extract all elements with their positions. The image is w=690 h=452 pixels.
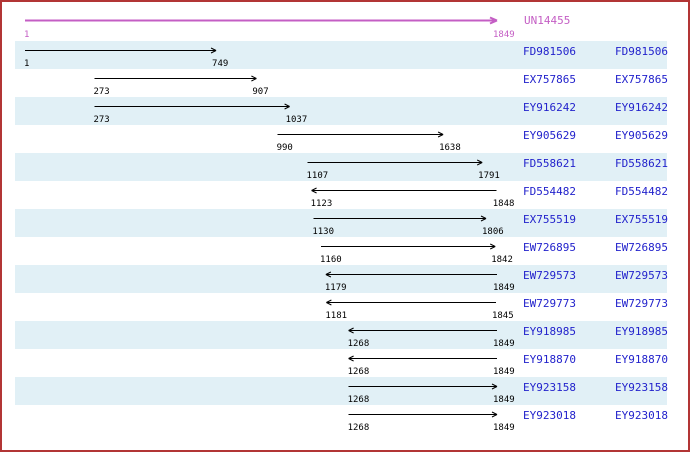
row-background [15,153,667,181]
sequence-arrow-icon [94,103,290,110]
accession-link-secondary[interactable]: EX755519 [615,213,668,226]
accession-link-primary[interactable]: FD558621 [523,157,576,170]
arrow-start-coordinate: 1160 [320,255,342,265]
accession-link-secondary[interactable]: EY918985 [615,325,668,338]
accession-link-primary[interactable]: EY923018 [523,409,576,422]
sequence-arrow-icon [313,215,487,222]
alignment-row: 273 907 EX757865 EX757865 [2,69,688,98]
alignment-row: 1160 1842 EW726895 EW726895 [2,237,688,266]
arrow-end-coordinate: 1849 [493,367,515,377]
sequence-arrow-icon [348,383,498,390]
accession-link-secondary[interactable]: FD981506 [615,45,668,58]
accession-link-secondary[interactable]: EX757865 [615,73,668,86]
sequence-arrow-icon [307,159,483,166]
accession-link-primary[interactable]: EY918870 [523,353,576,366]
sequence-arrow-icon [325,271,497,278]
alignment-row: 1268 1849 EY918985 EY918985 [2,321,688,349]
arrow-end-coordinate: 1849 [493,395,515,405]
alignment-row: 1181 1845 EW729773 EW729773 [2,293,688,322]
sequence-arrow-icon [94,75,257,82]
accession-link-primary[interactable]: EX757865 [523,73,576,86]
row-background [15,377,667,405]
arrow-end-coordinate: 1842 [491,255,513,265]
accession-link-primary[interactable]: FD554482 [523,185,576,198]
alignment-row: 990 1638 EY905629 EY905629 [2,125,688,154]
arrow-end-coordinate: 1806 [482,227,504,237]
alignment-row: 1107 1791 FD558621 FD558621 [2,153,688,181]
alignment-row: 273 1037 EY916242 EY916242 [2,97,688,125]
accession-link-secondary[interactable]: EY923018 [615,409,668,422]
accession-link-primary[interactable]: EY918985 [523,325,576,338]
arrow-end-coordinate: 1849 [493,423,515,433]
sequence-arrow-icon [348,355,497,362]
alignment-row: 1179 1849 EW729573 EW729573 [2,265,688,293]
accession-link-primary[interactable]: FD981506 [523,45,576,58]
accession-link-secondary[interactable]: EY918870 [615,353,668,366]
alignment-row: 1123 1848 FD554482 FD554482 [2,181,688,210]
accession-link-secondary[interactable]: FD554482 [615,185,668,198]
alignment-row: 1268 1849 EY918870 EY918870 [2,349,688,378]
arrow-end-coordinate: 1037 [285,115,308,125]
accession-link-primary[interactable]: EY916242 [523,101,576,114]
consensus-accession-link[interactable]: UN14455 [524,14,571,27]
sequence-arrow-icon [25,47,217,54]
sequence-arrow-icon [321,243,496,250]
arrow-start-coordinate: 1268 [347,367,370,377]
accession-link-secondary[interactable]: EY923158 [615,381,668,394]
alignment-row: 1130 1806 EX755519 EX755519 [2,209,688,237]
accession-link-secondary[interactable]: EW726895 [615,241,668,254]
row-background [15,321,667,349]
sequence-arrow-icon [326,299,496,306]
arrow-start-coordinate: 990 [276,143,293,153]
arrow-end-coordinate: 1845 [491,311,514,321]
arrow-start-coordinate: 273 [93,87,110,97]
arrow-start-coordinate: 1268 [347,339,370,349]
consensus-row: 1 1849 UN14455 [2,2,688,41]
arrow-end-coordinate: 1849 [493,339,515,349]
arrow-end-coordinate: 1849 [493,283,515,293]
arrow-start-coordinate: 1123 [310,199,333,209]
accession-link-primary[interactable]: EW729573 [523,269,576,282]
arrow-start-coordinate: 1179 [324,283,347,293]
accession-link-secondary[interactable]: FD558621 [615,157,668,170]
accession-link-primary[interactable]: EY905629 [523,129,576,142]
arrow-start-coordinate: 273 [93,115,110,125]
alignment-row: 1268 1849 EY923018 EY923018 [2,405,688,434]
arrow-start-coordinate: 1268 [347,395,370,405]
consensus-start-coordinate: 1 [24,30,30,40]
arrow-start-coordinate: 1268 [347,423,370,433]
row-background [15,209,667,237]
arrow-start-coordinate: 1 [24,59,30,69]
arrow-start-coordinate: 1130 [312,227,335,237]
alignment-row: 1268 1849 EY923158 EY923158 [2,377,688,405]
sequence-arrow-icon [277,131,444,138]
row-background [15,265,667,293]
arrow-end-coordinate: 1848 [492,199,515,209]
alignment-row: 1 749 FD981506 FD981506 [2,41,688,69]
accession-link-primary[interactable]: EW726895 [523,241,576,254]
row-background [15,97,667,125]
arrow-start-coordinate: 1181 [325,311,348,321]
consensus-end-coordinate: 1849 [493,30,515,40]
sequence-arrow-icon [348,411,498,418]
arrow-end-coordinate: 1638 [439,143,461,153]
accession-link-secondary[interactable]: EY916242 [615,101,668,114]
row-background [15,41,667,69]
arrow-end-coordinate: 749 [212,59,229,69]
accession-link-primary[interactable]: EX755519 [523,213,576,226]
arrow-end-coordinate: 907 [252,87,269,97]
accession-link-primary[interactable]: EW729773 [523,297,576,310]
accession-link-secondary[interactable]: EW729773 [615,297,668,310]
accession-link-secondary[interactable]: EW729573 [615,269,668,282]
sequence-arrow-icon [311,187,497,194]
arrow-end-coordinate: 1791 [478,171,500,181]
accession-link-primary[interactable]: EY923158 [523,381,576,394]
consensus-arrow-icon [25,16,498,25]
sequence-arrow-icon [348,327,497,334]
arrow-start-coordinate: 1107 [306,171,329,181]
accession-link-secondary[interactable]: EY905629 [615,129,668,142]
